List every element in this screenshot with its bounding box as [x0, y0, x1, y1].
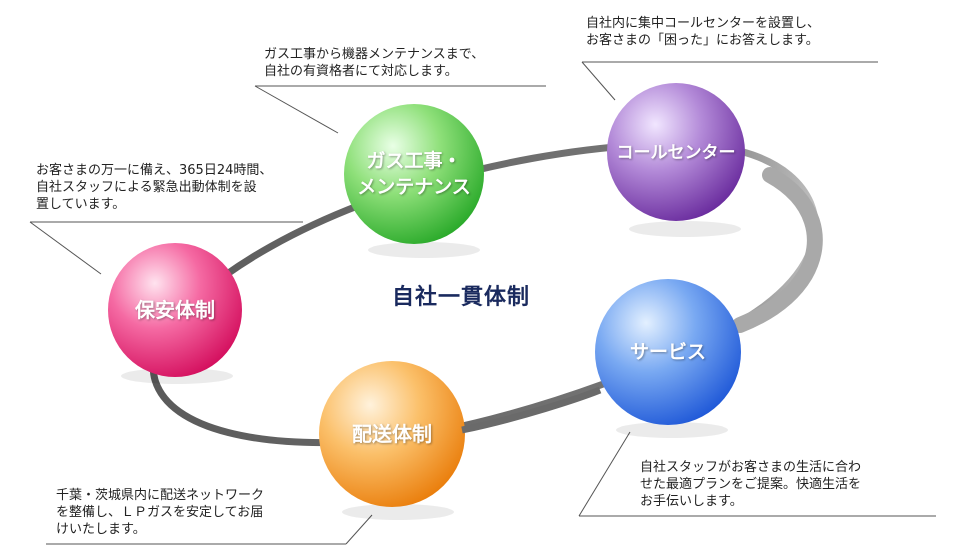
cycle-ring-thick [732, 167, 823, 333]
description-service-line-3: お手伝いします。 [640, 494, 743, 509]
description-delivery-line-2: を整備し、ＬＰガスを安定してお届 [56, 505, 264, 520]
leader-line-sec [29, 221, 102, 275]
description-delivery-line-3: けいたします。 [56, 522, 146, 537]
description-security: お客さまの万一に備え、365日24時間、 自社スタッフによる緊急出動体制を設 置… [36, 162, 272, 213]
node-security-ball [108, 243, 242, 377]
description-security-line-1: お客さまの万一に備え、365日24時間、 [36, 163, 273, 178]
description-call: 自社内に集中コールセンターを設置し、 お客さまの「困った」にお答えします。 [586, 15, 820, 49]
leader-line-svc [578, 431, 631, 517]
node-gas-label-line-2: メンテナンス [357, 176, 471, 198]
description-delivery: 千葉・茨城県内に配送ネットワーク を整備し、ＬＰガスを安定してお届 けいたします… [56, 487, 264, 538]
node-service-ball [595, 279, 741, 425]
description-gas-line-1: ガス工事から機器メンテナンスまで、 [264, 47, 485, 62]
node-gas-label-line-1: ガス工事・ [366, 150, 462, 172]
leader-line-call [581, 61, 616, 101]
node-service-label: サービス [598, 339, 738, 365]
node-delivery-ball [319, 361, 465, 507]
node-service-label-line-1: サービス [629, 341, 706, 363]
description-security-line-2: 自社スタッフによる緊急出動体制を設 [36, 180, 257, 195]
node-call-label-line-1: コールセンター [616, 143, 736, 163]
node-call-label: コールセンター [606, 142, 746, 164]
leader-line-gas [254, 85, 339, 134]
node-gas-ball [344, 104, 484, 244]
description-service: 自社スタッフがお客さまの生活に合わ せた最適プランをご提案。快適生活を お手伝い… [640, 459, 861, 510]
description-gas-line-2: 自社の有資格者にて対応します。 [264, 64, 458, 79]
node-security-label-line-1: 保安体制 [135, 298, 215, 322]
description-delivery-line-1: 千葉・茨城県内に配送ネットワーク [56, 488, 265, 503]
description-service-line-2: せた最適プランをご提案。快適生活を [640, 477, 862, 492]
cycle-ring-front [461, 386, 602, 434]
center-title: 自社一貫体制 [392, 285, 531, 310]
description-gas: ガス工事から機器メンテナンスまで、 自社の有資格者にて対応します。 [264, 46, 484, 80]
description-service-line-1: 自社スタッフがお客さまの生活に合わ [640, 460, 862, 475]
node-delivery-label-line-1: 配送体制 [352, 422, 432, 446]
leader-line-del [345, 514, 373, 545]
description-call-line-1: 自社内に集中コールセンターを設置し、 [586, 16, 821, 31]
node-delivery-label: 配送体制 [322, 421, 462, 447]
node-call-ball [607, 83, 745, 221]
description-security-line-3: 置しています。 [36, 197, 126, 212]
description-call-line-2: お客さまの「困った」にお答えします。 [586, 33, 819, 48]
node-gas-label: ガス工事・ メンテナンス [344, 148, 484, 200]
node-security-label: 保安体制 [108, 297, 242, 323]
